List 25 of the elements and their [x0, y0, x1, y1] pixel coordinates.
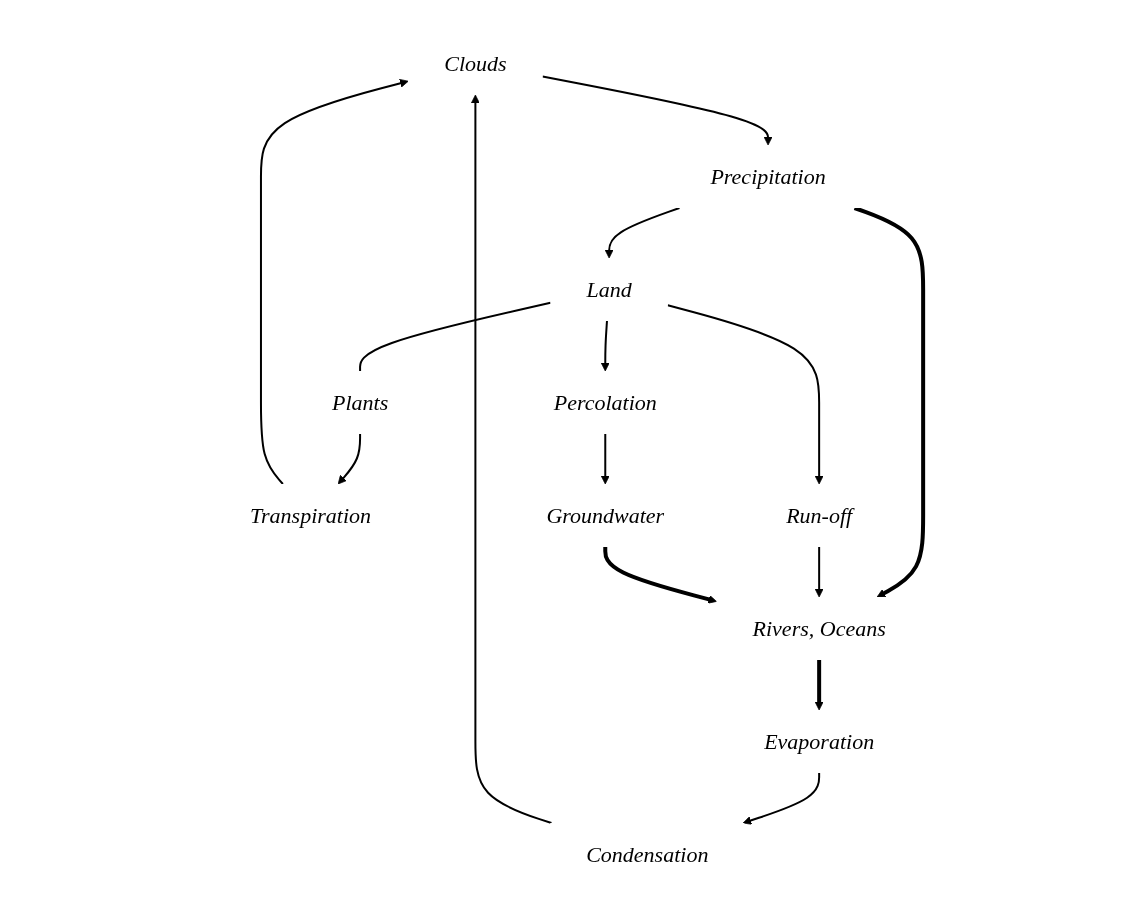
node-text: Land — [586, 277, 632, 302]
node-text: Run-off — [786, 503, 853, 528]
node-text: Condensation — [586, 841, 709, 867]
node-text: Groundwater — [546, 503, 665, 528]
arrow — [742, 772, 821, 825]
arrow — [604, 207, 681, 259]
connector — [359, 301, 552, 372]
node-text: Plants — [331, 390, 389, 415]
arrow — [814, 660, 824, 711]
arrow — [337, 433, 361, 485]
node-text: Percolation — [553, 390, 657, 415]
node-text: Rivers, Oceans — [752, 616, 886, 641]
node-text: Transpiration — [249, 503, 371, 528]
node-text: Clouds — [444, 51, 507, 77]
node-text: Precipitation — [710, 164, 826, 189]
arrow — [541, 75, 773, 146]
node-text: Evaporation — [764, 729, 875, 754]
arrow — [603, 547, 717, 604]
arrow — [853, 206, 926, 598]
arrow — [470, 94, 553, 824]
arrow — [814, 546, 824, 598]
arrow — [666, 304, 824, 485]
arrow — [600, 320, 610, 372]
arrow — [600, 433, 610, 485]
arrow — [259, 79, 409, 485]
